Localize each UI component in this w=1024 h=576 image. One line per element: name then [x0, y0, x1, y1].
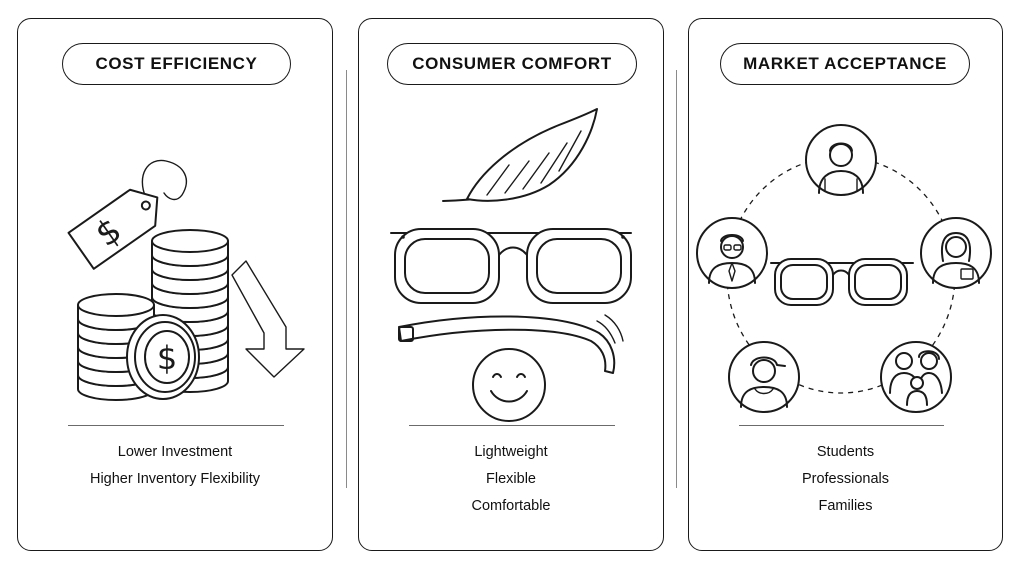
- panel-title: COST EFFICIENCY: [62, 43, 291, 85]
- professional-man-icon: [696, 217, 768, 289]
- panel-separator-left: [346, 70, 348, 488]
- panel-separator-right: [676, 70, 678, 488]
- list-item: Families: [818, 498, 873, 514]
- panel-divider: [409, 425, 615, 427]
- smiley-face-icon: [472, 348, 546, 422]
- list-item: Professionals: [801, 471, 890, 487]
- panel-item-list: Students Professionals Families: [689, 439, 1002, 520]
- consumer-comfort-panel: CONSUMER COMFORT: [358, 18, 664, 551]
- panel-divider: [68, 425, 284, 427]
- panel-item-list: Lightweight Flexible Comfortable: [359, 439, 663, 520]
- dollar-coin-icon: $: [126, 314, 200, 400]
- young-man-cap-icon: [728, 341, 800, 413]
- list-item: Students: [816, 444, 875, 460]
- panel-title: CONSUMER COMFORT: [387, 43, 637, 85]
- feather-icon: [442, 108, 598, 202]
- cost-efficiency-panel: COST EFFICIENCY $ $ Lower Investment: [17, 18, 333, 551]
- panel-title: MARKET ACCEPTANCE: [720, 43, 970, 85]
- list-item: Lower Investment: [117, 444, 233, 460]
- down-arrow-icon: [231, 260, 305, 378]
- list-item: Lightweight: [474, 444, 548, 460]
- market-acceptance-illustration: [696, 124, 992, 413]
- panel-item-list: Lower Investment Higher Inventory Flexib…: [18, 439, 332, 493]
- family-icon: [880, 341, 952, 413]
- price-tag-icon: $: [67, 159, 187, 270]
- svg-text:$: $: [157, 339, 177, 377]
- list-item: Flexible: [486, 471, 536, 487]
- professional-woman-icon: [920, 217, 992, 289]
- list-item: Comfortable: [471, 498, 551, 514]
- bending-temple-icon: [398, 314, 624, 374]
- market-acceptance-panel: MARKET ACCEPTANCE: [688, 18, 1003, 551]
- consumer-comfort-illustration: [390, 108, 632, 422]
- cost-efficiency-illustration: $ $: [67, 159, 305, 401]
- eyeglasses-icon: [390, 228, 632, 304]
- eyeglasses-icon: [770, 258, 914, 306]
- panel-divider: [739, 425, 944, 427]
- student-icon: [805, 124, 877, 196]
- list-item: Higher Inventory Flexibility: [89, 471, 261, 487]
